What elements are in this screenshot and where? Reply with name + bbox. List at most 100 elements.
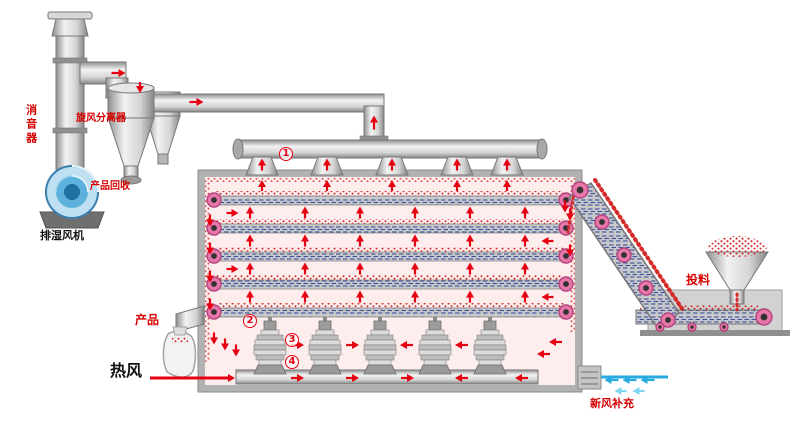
flow-arrow <box>515 374 528 382</box>
flow-arrow <box>206 214 214 227</box>
circulation-fan <box>253 317 287 375</box>
flow-arrow <box>640 376 655 384</box>
flow-arrow <box>541 293 554 301</box>
flow-arrow <box>604 376 619 384</box>
flow-arrow <box>411 262 419 275</box>
flow-arrow <box>111 69 126 77</box>
flow-arrow <box>561 200 569 213</box>
label-fresh-air: 新风补充 <box>590 397 634 410</box>
flow-arrow <box>521 262 529 275</box>
material-layer <box>216 219 564 224</box>
flow-arrow <box>221 338 229 351</box>
flow-arrow <box>301 262 309 275</box>
flow-arrow <box>453 180 461 191</box>
flow-arrow <box>258 180 266 191</box>
material-layer <box>216 303 564 308</box>
flow-arrow <box>411 290 419 303</box>
flow-arrow <box>466 234 474 247</box>
flow-arrow <box>301 206 309 219</box>
flow-arrow <box>566 244 574 257</box>
flow-arrow <box>226 265 239 273</box>
marker-4: 4 <box>285 355 299 369</box>
flow-arrow <box>370 115 378 130</box>
label-product-out: 产品 <box>135 313 160 327</box>
label-product-recovery: 产品回收 <box>90 181 130 192</box>
mesh-belt <box>213 279 567 290</box>
material-layer <box>216 275 564 280</box>
label-feeding: 投料 <box>686 273 711 287</box>
flow-arrow <box>503 180 511 191</box>
flow-arrow <box>566 208 574 221</box>
flow-arrow <box>356 290 364 303</box>
flow-arrow <box>356 234 364 247</box>
flow-arrow <box>356 262 364 275</box>
flow-arrow <box>622 376 637 384</box>
exhaust-top-pipe <box>151 93 389 143</box>
silencer-tower <box>47 11 93 179</box>
marker-2: 2 <box>243 314 257 328</box>
conveyor-rollers <box>571 181 773 332</box>
flow-arrow <box>246 290 254 303</box>
flow-arrow <box>206 270 214 283</box>
flow-arrow <box>541 237 554 245</box>
flow-arrow <box>323 180 331 191</box>
flow-arrow <box>503 158 511 171</box>
flow-arrow <box>455 341 468 349</box>
flow-arrow <box>291 374 304 382</box>
material-layer <box>216 247 564 252</box>
flow-arrow <box>346 374 359 382</box>
flow-arrow <box>521 234 529 247</box>
circulation-fan-units <box>253 317 507 375</box>
flow-arrow <box>301 234 309 247</box>
flow-arrow <box>258 158 266 171</box>
material-on-belt <box>593 178 685 312</box>
material-layer <box>216 191 564 196</box>
flow-arrow <box>232 344 240 357</box>
fresh-air-inlet <box>577 365 668 390</box>
flow-arrow <box>246 206 254 219</box>
label-hot-air: 热风 <box>110 361 143 380</box>
circulation-fan <box>308 317 342 375</box>
circulation-fan <box>473 317 507 375</box>
marker-1: 1 <box>279 147 293 161</box>
label-cyclone-separator: 旋风分离器 <box>76 113 126 124</box>
mesh-belt <box>213 195 567 206</box>
flow-arrow <box>614 387 627 395</box>
mesh-belt-layers <box>206 191 574 320</box>
flow-arrow <box>455 374 468 382</box>
label-dehumid-fan: 排湿风机 <box>40 229 84 242</box>
exhaust-fan-blower <box>39 165 105 229</box>
flow-arrow <box>323 158 331 171</box>
mesh-belt <box>213 307 567 318</box>
mesh-belt <box>213 251 567 262</box>
mesh-belt <box>213 223 567 234</box>
flow-arrow <box>549 338 562 346</box>
circulation-fan <box>418 317 452 375</box>
flow-arrow <box>466 290 474 303</box>
feed-hopper <box>705 251 769 291</box>
flow-arrow <box>222 374 235 382</box>
flow-arrow <box>356 206 364 219</box>
flow-arrow <box>189 98 204 106</box>
flow-arrow <box>466 206 474 219</box>
product-outlet <box>162 305 205 378</box>
flow-arrow <box>246 234 254 247</box>
flow-arrow <box>388 158 396 171</box>
flow-arrow <box>388 180 396 191</box>
flow-arrow <box>210 332 218 345</box>
flow-arrow <box>226 209 239 217</box>
flow-arrow <box>411 206 419 219</box>
feed-conveyor <box>566 178 790 336</box>
marker-3: 3 <box>285 333 299 347</box>
cyclone-separator-front <box>107 82 155 185</box>
flow-arrow <box>246 262 254 275</box>
label-silencer: 消音器 <box>24 104 38 146</box>
flow-arrow <box>453 158 461 171</box>
flow-arrow <box>521 290 529 303</box>
flow-arrow <box>206 298 214 311</box>
flow-arrow <box>206 242 214 255</box>
flow-arrow <box>632 387 645 395</box>
flow-arrow <box>136 82 144 93</box>
